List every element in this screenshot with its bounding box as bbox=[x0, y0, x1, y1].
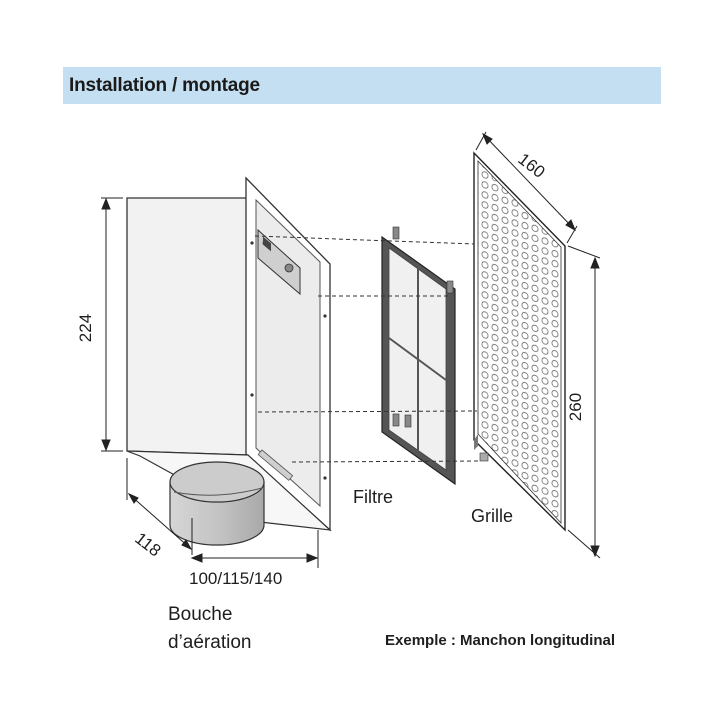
alignment-lines bbox=[254, 235, 481, 463]
dimension-label-grille-height: 260 bbox=[566, 392, 586, 422]
section-title: Installation / montage bbox=[69, 74, 260, 96]
label-bouche-line2: d’aération bbox=[168, 632, 252, 653]
label-grille: Grille bbox=[471, 506, 514, 526]
grille-panel bbox=[473, 151, 566, 532]
dimension-label-duct-diameter: 100/115/140 bbox=[189, 569, 283, 588]
duct-spigot bbox=[169, 461, 265, 546]
dimension-lines bbox=[101, 131, 601, 568]
label-bouche-line1: Bouche bbox=[168, 604, 233, 625]
caption-exemple: Exemple : Manchon longitudinal bbox=[385, 632, 616, 649]
filter-frame bbox=[381, 226, 456, 486]
section-header: Installation / montage bbox=[63, 67, 661, 104]
dimension-label-height: 224 bbox=[76, 313, 96, 343]
housing-side-face bbox=[126, 197, 249, 456]
label-filtre: Filtre bbox=[353, 487, 393, 507]
housing-front-opening bbox=[255, 198, 321, 508]
